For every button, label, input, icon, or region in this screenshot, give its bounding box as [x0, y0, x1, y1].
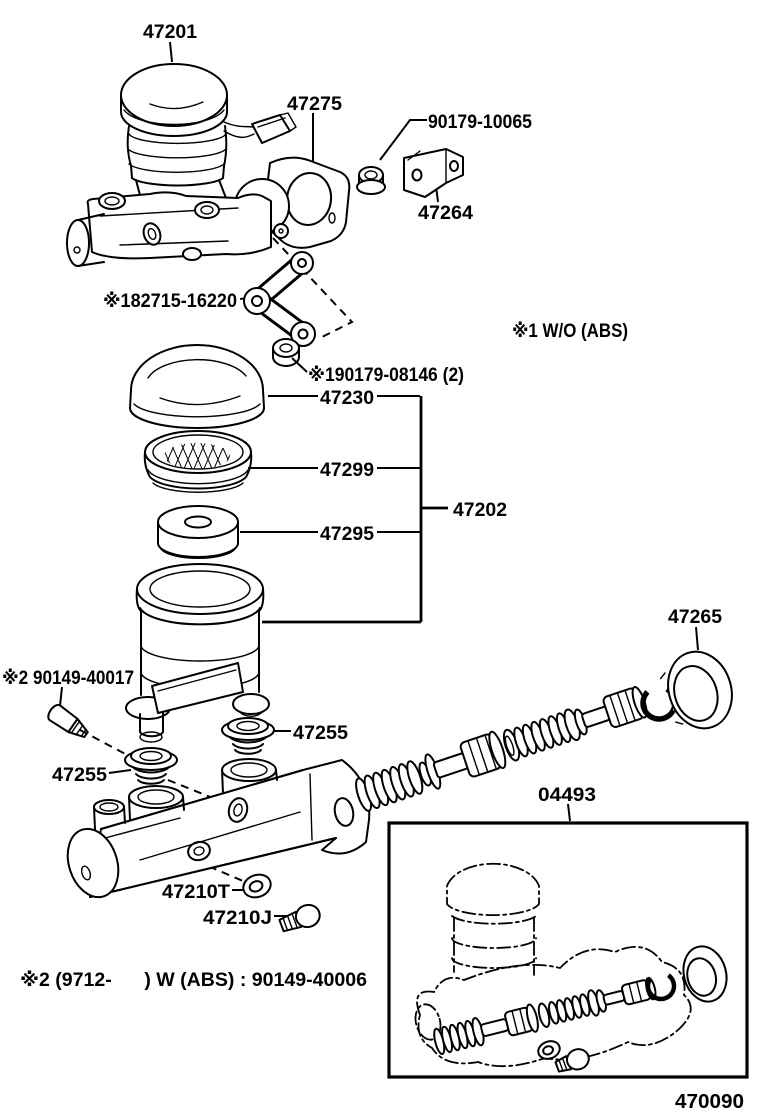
grommet-lower-drawing [124, 747, 178, 785]
fluid-level-connector-drawing [223, 112, 297, 144]
master-cylinder-assembly-drawing [66, 63, 351, 267]
part-label-47230[interactable]: 47230 [320, 388, 374, 409]
piston-kit-drawing [355, 686, 648, 812]
part-label-47201[interactable]: 47201 [143, 22, 197, 43]
clevis-nut-drawing [272, 338, 300, 367]
clevis-drawing [243, 251, 316, 347]
lower-cylinder-body-drawing [66, 758, 371, 899]
reservoir-body-drawing [125, 563, 270, 743]
note-2-abs: ※2 (9712- ) W (ABS) : 90149-40006 [20, 970, 367, 991]
part-label-47210J[interactable]: 47210J [203, 908, 272, 929]
part-label-47202[interactable]: 47202 [453, 500, 507, 521]
part-label-90179-10065[interactable]: 90179-10065 [428, 112, 532, 133]
outlet-washer-drawing [242, 873, 272, 899]
part-label-90149-40017[interactable]: ※2 90149-40017 [2, 668, 134, 689]
part-label-47275[interactable]: 47275 [287, 94, 342, 115]
bracket-drawing [403, 148, 464, 198]
part-label-47264[interactable]: 47264 [418, 203, 473, 224]
reservoir-screw-drawing [47, 703, 89, 739]
part-label-47255-lower[interactable]: 47255 [52, 765, 107, 786]
figure-code: 470090 [675, 1091, 744, 1112]
part-label-47299[interactable]: 47299 [320, 460, 374, 481]
bracket-nut-drawing [356, 166, 386, 195]
diaphragm-drawing [157, 505, 239, 559]
note-1-wo-abs: ※1 W/O (ABS) [512, 321, 628, 342]
reservoir-cap-drawing [129, 344, 265, 429]
strainer-drawing [143, 430, 253, 493]
part-label-47210T[interactable]: 47210T [162, 882, 230, 903]
part-label-47265[interactable]: 47265 [668, 607, 722, 628]
part-label-04493[interactable]: 04493 [538, 785, 596, 806]
leader-lines [59, 41, 699, 917]
part-label-47255-upper[interactable]: 47255 [293, 723, 348, 744]
outlet-bolt-drawing [278, 903, 321, 933]
reservoir-drawing [126, 125, 228, 200]
repair-kit-inset [387, 821, 749, 1079]
part-label-47295[interactable]: 47295 [320, 524, 374, 545]
part-label-82715-16220[interactable]: ※182715-16220 [103, 291, 237, 312]
grommet-upper-drawing [221, 717, 275, 755]
cylinder-seal-drawing [659, 650, 733, 730]
dashed-alignment-lines [79, 237, 354, 882]
cylinder-body-drawing [66, 178, 290, 267]
part-label-90179-08146[interactable]: ※190179-08146 (2) [308, 365, 464, 386]
cap-drawing [120, 63, 228, 137]
